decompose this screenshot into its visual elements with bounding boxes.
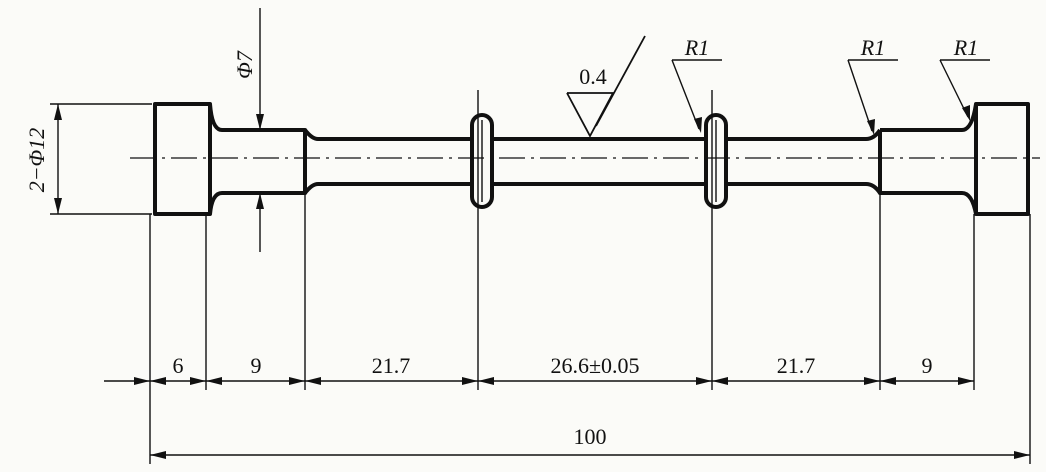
radius-callout-1: R1: [671, 35, 722, 133]
phi7-callout: Φ7: [232, 8, 264, 252]
dim-seg3: 21.7: [372, 353, 411, 378]
phi12-label: 2−Φ12: [24, 128, 49, 193]
left-groove-collar: [470, 113, 494, 209]
chain-dimension: 6 9 21.7 26.6±0.05 21.7 9: [104, 353, 974, 385]
left-thin-section: [303, 128, 472, 195]
phi7-label: Φ7: [232, 50, 257, 79]
radius-label-3: R1: [953, 35, 978, 60]
roughness-symbol: 0.4: [566, 35, 646, 138]
left-end-block: [153, 102, 212, 216]
radius-callout-3: R1: [939, 35, 990, 121]
dim-seg1: 6: [173, 353, 184, 378]
dim-seg4: 26.6±0.05: [550, 353, 639, 378]
dim-seg6: 9: [922, 353, 933, 378]
dim-total: 100: [574, 424, 607, 449]
dim-seg2: 9: [251, 353, 262, 378]
radius-label-1: R1: [684, 35, 709, 60]
dim-seg5: 21.7: [777, 353, 816, 378]
middle-section: [492, 137, 706, 186]
overall-dimension: 100: [150, 424, 1030, 459]
radius-callout-2: R1: [847, 35, 898, 135]
right-groove-collar: [704, 113, 728, 209]
left-journal: [208, 103, 307, 215]
radius-label-2: R1: [860, 35, 885, 60]
right-thin-section: [726, 128, 882, 195]
extension-lines: [149, 90, 1031, 464]
phi12-callout: 2−Φ12: [24, 103, 152, 215]
right-journal: [878, 103, 978, 215]
shaft-outline: [153, 102, 1030, 216]
roughness-value: 0.4: [579, 64, 607, 89]
right-end-block: [974, 102, 1030, 216]
